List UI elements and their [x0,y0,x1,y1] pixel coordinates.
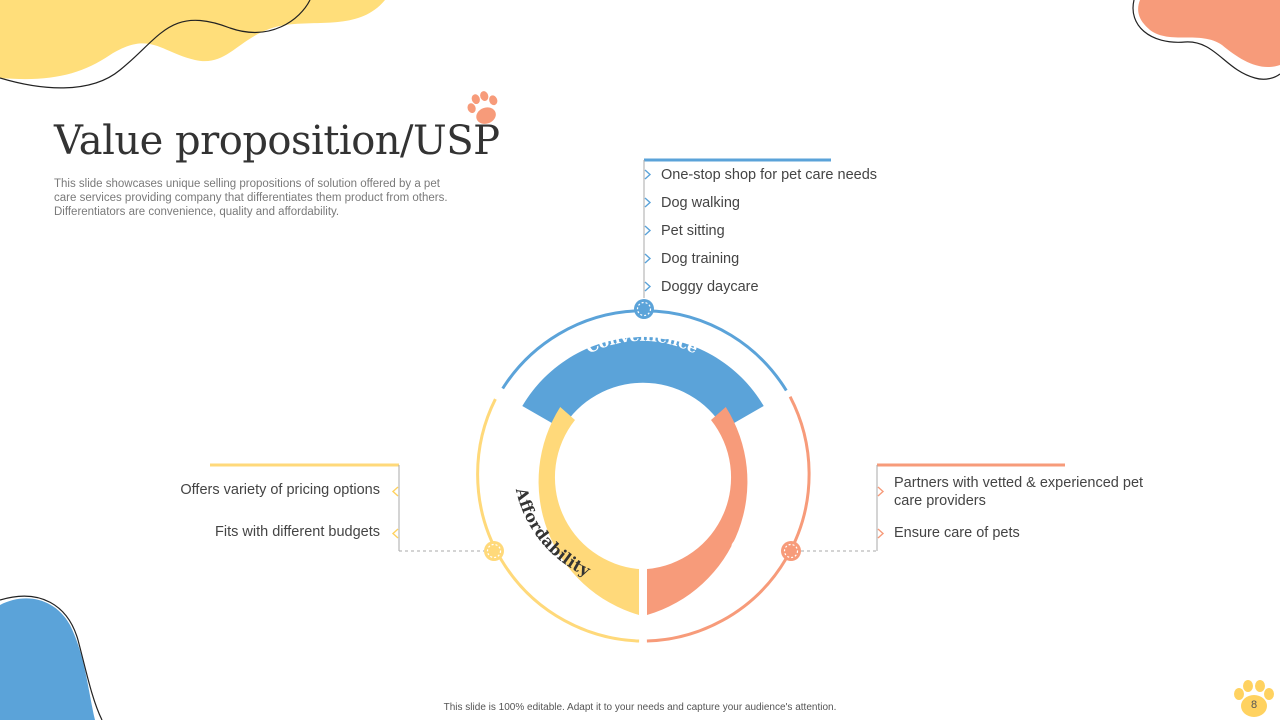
list-item: Ensure care of pets [894,525,1020,541]
top-left-blob [0,0,385,89]
list-item: One-stop shop for pet care needs [661,167,878,183]
list-item: Dog training [661,251,740,267]
segment-affordability [538,407,639,615]
list-item: Offers variety of pricing options [180,482,380,498]
bullet-markers-affordability [391,486,399,539]
paw-icon [1234,680,1274,717]
page-title: Value proposition/USP [54,118,500,164]
bullet-markers-convenience [644,169,652,292]
list-item: Fits with different budgets [215,524,380,540]
list-item: Pet sitting [661,223,725,239]
outer-arc-affordability [476,398,640,643]
bullet-markers-quality [877,486,885,539]
list-item: Doggy daycare [661,279,759,295]
connector-convenience [634,158,831,319]
footer-note: This slide is 100% editable. Adapt it to… [443,702,837,713]
list-item: Dog walking [661,195,740,211]
segment-convenience [522,336,764,429]
segment-quality [647,407,748,615]
top-right-blob [1132,0,1280,80]
paw-icon [467,91,498,124]
connector-affordability [210,463,504,561]
bottom-left-blob [0,595,103,720]
list-item: Partners with vetted & experienced pet c… [894,475,1144,509]
convenience-list: One-stop shop for pet care needs Dog wal… [661,165,877,305]
slide-description: This slide showcases unique selling prop… [54,178,448,218]
connector-quality [781,463,1065,561]
page-number: 8 [1250,699,1258,711]
